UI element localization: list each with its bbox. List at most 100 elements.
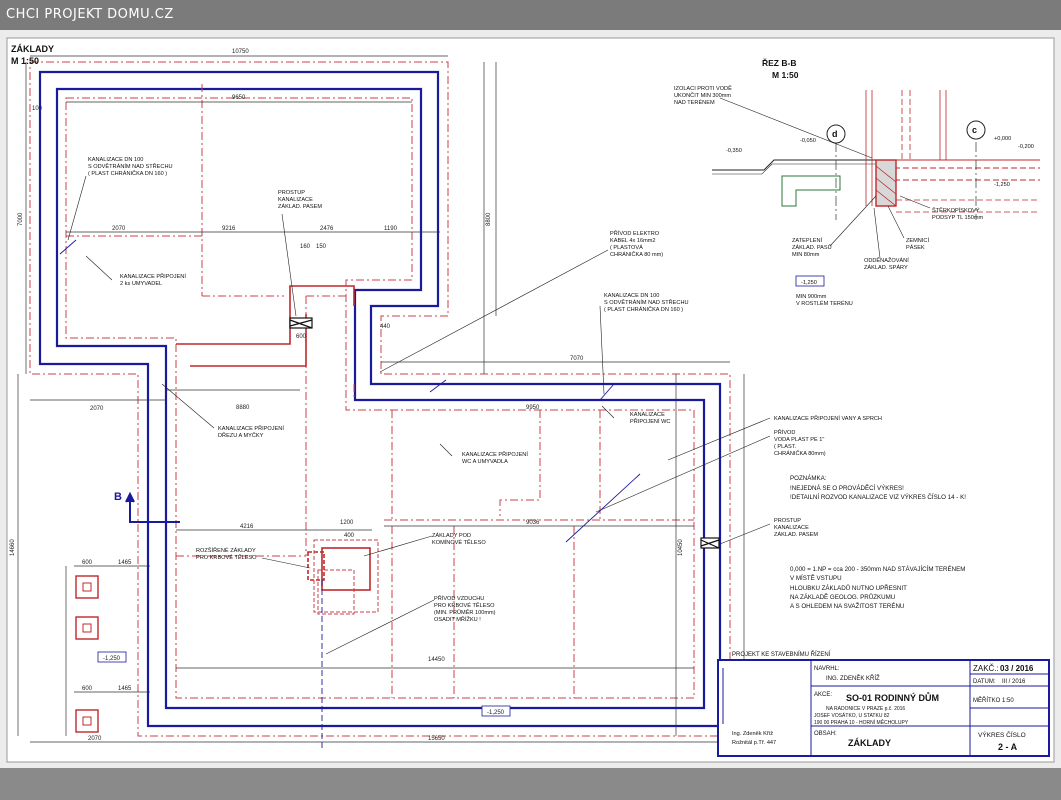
- dim-100: 100: [32, 106, 43, 112]
- dim-pad-1465a: 1465: [118, 560, 132, 566]
- section-levels: +0,000 -0,200 -0,350 -0,050 -1,250 -1,25…: [726, 136, 1034, 287]
- axis-d: d: [832, 129, 838, 139]
- author: ING. ZDENĚK KŘÍŽ: [826, 674, 880, 682]
- address-2: JOSEF VOSÁTKO, U STATKU 82: [814, 712, 890, 719]
- level-2: -1,250: [487, 710, 505, 716]
- level-note-3: HLOUBKU ZÁKLADŮ NUTNO UPŘESNIT: [790, 584, 907, 592]
- level-note-5: A S OHLEDEM NA SVAŽITOST TERÉNU: [790, 602, 904, 610]
- dim-8880: 8880: [236, 405, 250, 411]
- solid-footing: [176, 285, 371, 591]
- section-marker-b: [125, 491, 180, 523]
- lv-350: -0,350: [726, 148, 742, 154]
- dim-7000: 7000: [18, 212, 24, 226]
- address-3: 190 00 PRAHA 10 - HORNÍ MĚCHOLUPY: [814, 718, 909, 726]
- dim-1190: 1190: [384, 226, 398, 232]
- dim-9216: 9216: [222, 226, 236, 232]
- drawing-frame: 10750 9650 2070 9216 2476 1190 2070 8880…: [0, 30, 1061, 768]
- chimney-footing-dashed: [313, 539, 379, 615]
- section-label-b: B: [114, 491, 122, 503]
- dim-4216: 4216: [240, 524, 254, 530]
- address-1: NA RADONICE V PRAZE p.č. 2016: [826, 706, 905, 712]
- order-label: ZAKČ.:: [973, 664, 999, 673]
- dim-pad-1465b: 1465: [118, 686, 132, 692]
- outer-wall-outline: [38, 70, 722, 728]
- dim-2476: 2476: [320, 226, 334, 232]
- dim-9950: 9950: [526, 405, 540, 411]
- dim-160: 160: [300, 244, 311, 250]
- content: ZÁKLADY: [848, 738, 891, 748]
- sheet-label: VÝKRES ČÍSLO: [978, 730, 1026, 739]
- remarks-line-1: !NEJEDNÁ SE O PROVÁDĚCÍ VÝKRES!: [790, 484, 904, 492]
- section-scale: M 1:50: [772, 70, 799, 80]
- dim-15650: 15650: [428, 736, 445, 742]
- site-title: CHCI PROJEKT DOMU.CZ: [6, 7, 174, 22]
- note-vany: KANALIZACE PŘIPOJENÍ VANY A SPRCH: [774, 414, 882, 422]
- project-state: PROJEKT KE STAVEBNÍMU ŘÍZENÍ: [732, 650, 831, 658]
- order: 03 / 2016: [1000, 664, 1034, 673]
- level-note-2: V MÍSTĚ VSTUPU: [790, 574, 842, 582]
- author-label: NAVRHL:: [814, 666, 840, 672]
- sheet-number: 2 - A: [998, 742, 1018, 752]
- dim-150: 150: [316, 244, 327, 250]
- column-pads: [75, 575, 99, 733]
- dim-14450: 14450: [428, 657, 445, 663]
- dimension-lines: [17, 55, 745, 743]
- lv-200: -0,200: [1018, 144, 1034, 150]
- dim-top-total: 10750: [232, 49, 249, 55]
- dim-2070c: 2070: [88, 736, 102, 742]
- dim-9036: 9036: [526, 520, 540, 526]
- site-header: CHCI PROJEKT DOMU.CZ: [0, 0, 1061, 30]
- dim-2070b: 2070: [90, 406, 104, 412]
- lv-box: -1,250: [801, 280, 817, 286]
- date: III / 2016: [1002, 679, 1026, 685]
- section-title: ŘEZ B-B: [762, 57, 796, 68]
- dim-1200: 1200: [340, 520, 354, 526]
- remarks-title: POZNÁMKA:: [790, 475, 827, 482]
- stamp-line-2: Rožnitál p.Tř. 447: [732, 740, 776, 746]
- site-footer: [0, 768, 1061, 800]
- action: SO-01 RODINNÝ DŮM: [846, 692, 939, 703]
- plan-title: ZÁKLADY: [11, 44, 54, 54]
- dim-8800: 8800: [486, 212, 492, 226]
- lv-050: -0,050: [800, 138, 816, 144]
- remarks-line-2: !DETAILNÍ ROZVOD KANALIZACE VIZ VÝKRES Č…: [790, 494, 966, 501]
- drawing-sheet: 10750 9650 2070 9216 2476 1190 2070 8880…: [6, 37, 1055, 763]
- level-1: -1,250: [103, 656, 121, 662]
- level-note-1: 0,000 = 1.NP = cca 200 - 350mm NAD STÁVA…: [790, 566, 965, 573]
- lv-1250: -1,250: [994, 182, 1010, 188]
- dim-top-inner: 9650: [232, 95, 246, 101]
- dim-600: 600: [296, 334, 307, 340]
- wall-passage-hatch: [289, 317, 720, 549]
- stamp-line-1: Ing. Zdeněk Kříž: [732, 731, 773, 737]
- title-block-text: NAVRHL: ING. ZDENĚK KŘÍŽ ZAKČ.: 03 / 201…: [732, 664, 1034, 752]
- date-label: DATUM:: [973, 679, 996, 685]
- content-label: OBSAH:: [814, 731, 837, 737]
- service-lines: [59, 239, 641, 748]
- dim-7070: 7070: [570, 356, 584, 362]
- dim-440: 440: [380, 324, 391, 330]
- plan-scale: M 1:50: [11, 56, 39, 66]
- lv-000: +0,000: [994, 136, 1011, 142]
- dim-2070: 2070: [112, 226, 126, 232]
- title-block: [717, 659, 1050, 757]
- level-note-4: NA ZÁKLADĚ GEOLOG. PRŮZKUMU: [790, 593, 895, 601]
- dimension-labels: 10750 9650 2070 9216 2476 1190 2070 8880…: [10, 49, 684, 742]
